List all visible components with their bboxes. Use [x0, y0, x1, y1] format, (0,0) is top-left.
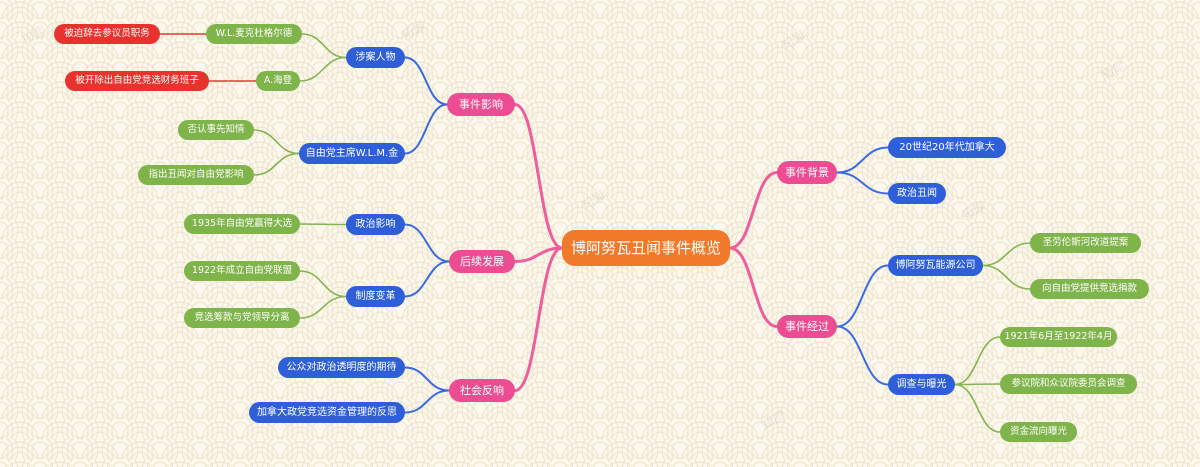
subtopic-investigation[interactable]: 调查与曝光 — [888, 374, 955, 395]
leaf-mcdougald[interactable]: W.L.麦克杜格尔德 — [206, 24, 302, 44]
link-leaf-1935-election — [299, 223, 347, 226]
subtopic-1920s-canada[interactable]: 20世纪20年代加拿大 — [888, 137, 1006, 158]
link-leaf-funds-exposed — [954, 383, 1001, 433]
leaf-investigation-period[interactable]: 1921年6月至1922年4月 — [1000, 327, 1117, 347]
link-subtopic-1920s-canada — [836, 146, 889, 174]
link-leaf-campaign-donation — [982, 264, 1031, 290]
link-subtopic-funding-reflection — [404, 389, 450, 414]
link-subtopic-political-impact — [404, 223, 450, 263]
root-topic[interactable]: 博阿努瓦丑闻事件概览 — [562, 230, 730, 266]
link-subtopic-beauharnois-company — [836, 264, 889, 328]
leaf-campaign-donation[interactable]: 向自由党提供竞选捐款 — [1030, 279, 1149, 299]
leaf-committee-investigation[interactable]: 参议院和众议院委员会调查 — [1000, 374, 1137, 394]
subtopic-political-scandal[interactable]: 政治丑闻 — [888, 183, 946, 204]
leaf-denied-knowledge[interactable]: 否认事先知情 — [178, 120, 254, 140]
link-subtopic-public-expectation — [404, 366, 450, 392]
outcome-resigned-senate[interactable]: 被迫辞去参议员职务 — [54, 24, 160, 44]
link-leaf-committee-investigation — [954, 383, 1001, 386]
leaf-1922-federation[interactable]: 1922年成立自由党联盟 — [184, 261, 300, 281]
link-subtopic-investigation — [836, 325, 889, 386]
topic-follow-up[interactable]: 后续发展 — [449, 250, 515, 273]
link-topic-event-impact — [513, 103, 564, 250]
leaf-scandal-effect[interactable]: 指出丑闻对自由党影响 — [138, 165, 254, 185]
link-leaf-1922-federation — [299, 270, 347, 298]
topic-event-background[interactable]: 事件背景 — [777, 161, 837, 184]
subtopic-people-involved[interactable]: 涉案人物 — [346, 47, 405, 68]
topic-event-impact[interactable]: 事件影响 — [447, 93, 515, 116]
link-leaf-fundraising-separation — [299, 295, 347, 319]
outcome-expelled-finance-team[interactable]: 被开除出自由党竞选财务班子 — [65, 71, 209, 91]
link-topic-social-reaction — [513, 246, 564, 392]
leaf-haydon[interactable]: A.海登 — [256, 71, 300, 91]
topic-social-reaction[interactable]: 社会反响 — [449, 379, 515, 402]
link-topic-event-process — [728, 246, 779, 328]
leaf-st-lawrence-proposal[interactable]: 圣劳伦斯河改道提案 — [1030, 233, 1141, 253]
subtopic-political-impact[interactable]: 政治影响 — [346, 214, 405, 235]
link-leaf-denied-knowledge — [253, 129, 300, 155]
link-leaf-investigation-period — [954, 336, 1001, 386]
link-subtopic-liberal-leader-king — [404, 103, 448, 155]
link-leaf-haydon — [299, 56, 347, 82]
link-topic-event-background — [728, 171, 779, 250]
leaf-1935-election[interactable]: 1935年自由党赢得大选 — [184, 214, 300, 234]
link-leaf-st-lawrence-proposal — [982, 242, 1031, 267]
leaf-funds-exposed[interactable]: 资金流向曝光 — [1000, 422, 1077, 442]
subtopic-institutional-change[interactable]: 制度变革 — [346, 286, 405, 307]
link-leaf-mcdougald — [301, 33, 347, 59]
link-subtopic-political-scandal — [836, 171, 889, 195]
subtopic-beauharnois-company[interactable]: 博阿努瓦能源公司 — [888, 255, 983, 276]
link-leaf-scandal-effect — [253, 152, 300, 176]
topic-event-process[interactable]: 事件经过 — [777, 315, 837, 338]
link-subtopic-people-involved — [404, 56, 448, 106]
subtopic-public-expectation[interactable]: 公众对政治透明度的期待 — [278, 357, 405, 378]
subtopic-funding-reflection[interactable]: 加拿大政党竞选资金管理的反思 — [249, 402, 405, 423]
leaf-fundraising-separation[interactable]: 竞选筹款与党领导分离 — [184, 308, 300, 328]
link-subtopic-institutional-change — [404, 260, 450, 298]
link-topic-follow-up — [513, 246, 564, 263]
subtopic-liberal-leader-king[interactable]: 自由党主席W.L.M.金 — [299, 143, 405, 164]
